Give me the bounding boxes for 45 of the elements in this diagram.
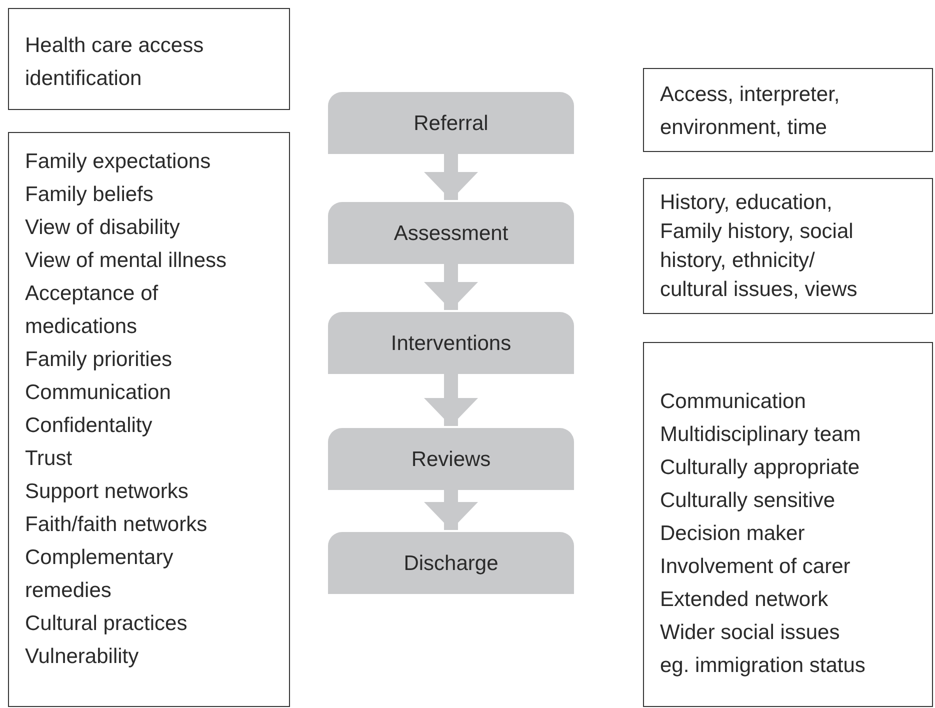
box-text: Culturally appropriate <box>660 455 861 481</box>
process-step-box <box>328 92 574 154</box>
text-box <box>8 132 290 707</box>
process-step-box <box>328 428 574 490</box>
box-text: Communication <box>25 380 172 406</box>
box-text: Communication <box>660 389 807 415</box>
arrow <box>424 490 478 530</box>
text-box <box>643 68 933 152</box>
box-text: eg. immigration status <box>660 653 866 679</box>
arrow <box>424 264 478 310</box>
text-box <box>8 8 290 110</box>
box-text: View of mental illness <box>25 248 228 274</box>
box-text: Culturally sensitive <box>660 488 836 514</box>
box-text: Health care access identification <box>25 33 205 92</box>
step-label: Assessment <box>394 220 508 246</box>
box-text: Complementary remedies <box>25 545 174 604</box>
process-step-box <box>328 312 574 374</box>
box-text: History, education, Family history, social history, ethnicity/ cultural issues, views <box>660 190 858 303</box>
box-text: Support networks <box>25 479 190 505</box>
text-box <box>643 178 933 314</box>
box-text: Access, interpreter, environment, time <box>660 82 841 141</box>
step-label: Discharge <box>404 550 498 576</box>
box-text: Involvement of carer <box>660 554 852 580</box>
box-text: Family beliefs <box>25 182 154 208</box>
box-text: Family expectations <box>25 149 212 175</box>
box-text: Family priorities <box>25 347 174 373</box>
box-text: Confidentality <box>25 413 154 439</box>
text-box <box>643 342 933 707</box>
box-text: View of disability <box>25 215 181 241</box>
box-text: Decision maker <box>660 521 806 547</box>
box-text: Acceptance of medications <box>25 281 160 340</box>
box-text: Wider social issues <box>660 620 841 646</box>
step-label: Referral <box>414 110 488 136</box>
arrow <box>424 154 478 200</box>
box-text: Cultural practices <box>25 611 188 637</box>
step-label: Interventions <box>390 330 512 356</box>
box-text: Trust <box>25 446 74 472</box>
box-text: Multidisciplinary team <box>660 422 862 448</box>
arrow <box>424 374 478 426</box>
box-text: Vulnerability <box>25 644 140 670</box>
box-text: Extended network <box>660 587 830 613</box>
process-step-box <box>328 202 574 264</box>
step-label: Reviews <box>411 446 491 472</box>
box-text: Faith/faith networks <box>25 512 208 538</box>
process-step-box <box>328 532 574 594</box>
